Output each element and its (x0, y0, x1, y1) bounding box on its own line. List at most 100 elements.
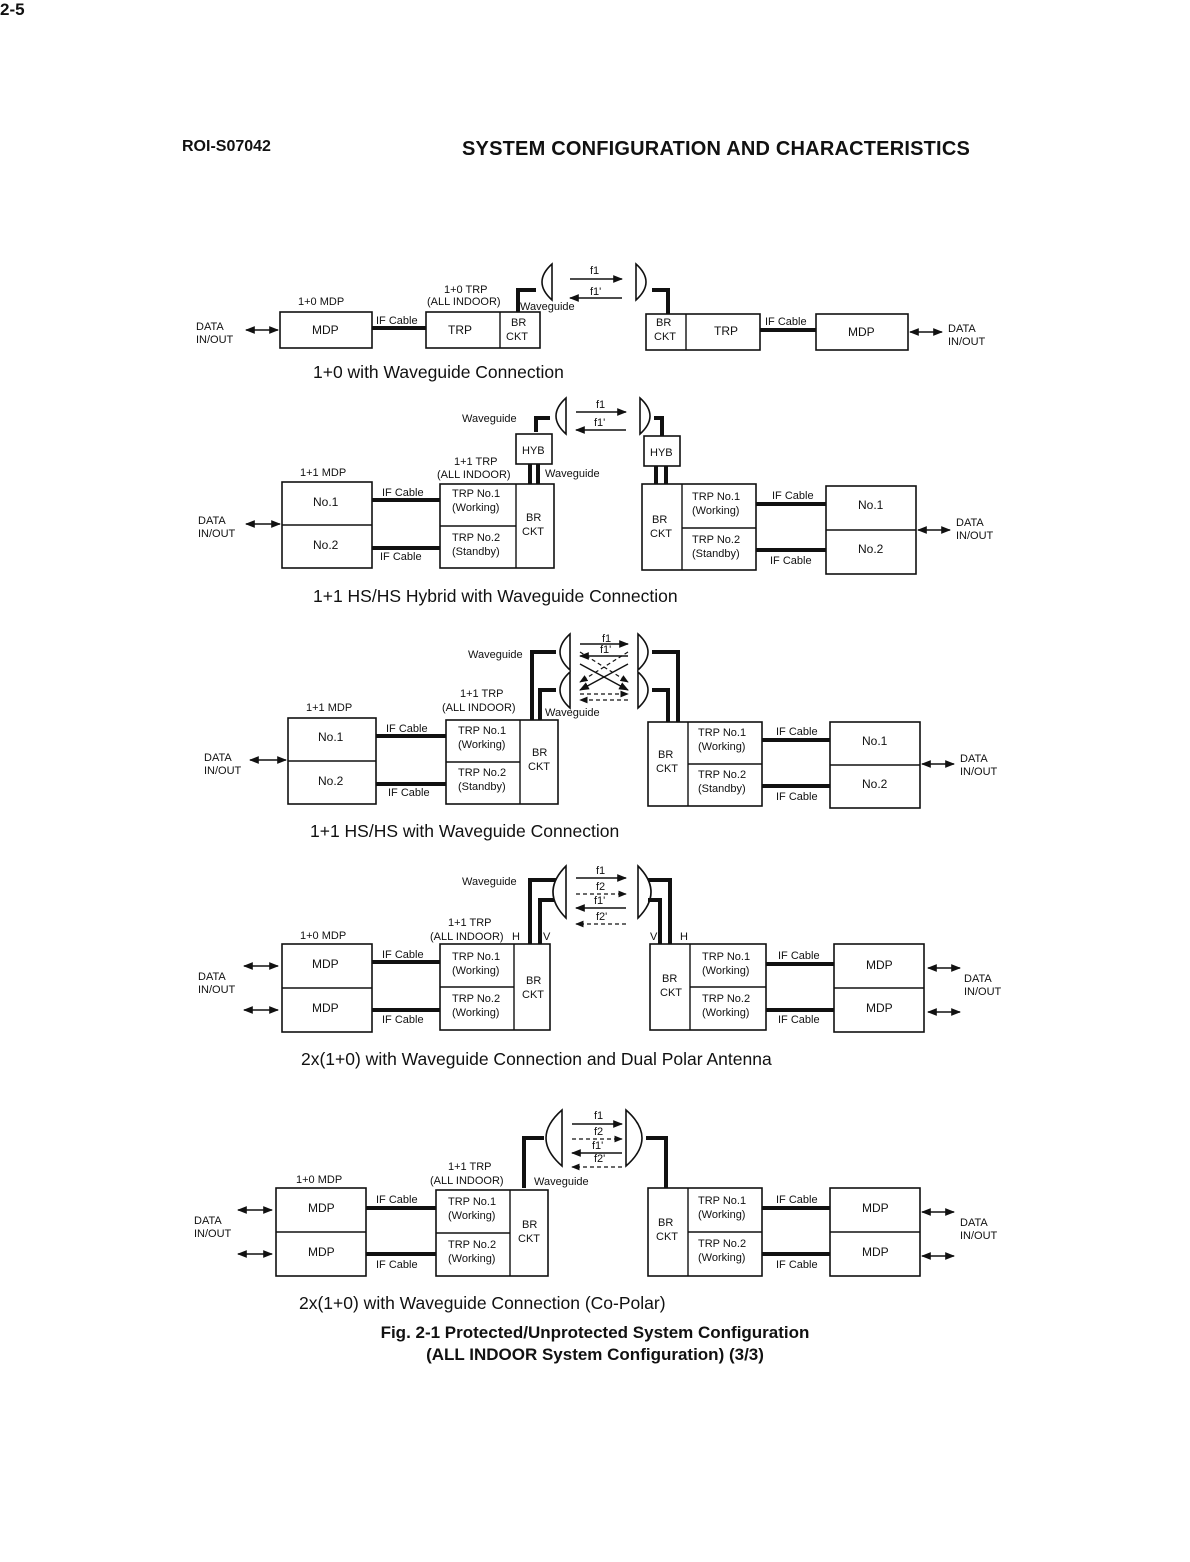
antenna-dish-icon (637, 864, 652, 920)
mdp-label: MDP (312, 323, 339, 337)
standby-label: (Standby) (458, 781, 506, 793)
br-label: BR (522, 1219, 537, 1231)
pol-v-label: V (650, 931, 658, 943)
trp-no1-label: TRP No.1 (692, 491, 740, 503)
mdp-label: MDP (308, 1245, 335, 1259)
ckt-label: CKT (656, 1231, 678, 1243)
diagram-caption: 2x(1+0) with Waveguide Connection (Co-Po… (299, 1293, 666, 1313)
antenna-dish-icon (637, 632, 649, 672)
data-label: DATA (194, 1215, 222, 1227)
waveguide-label: Waveguide (468, 649, 523, 661)
mdp-label: MDP (866, 958, 893, 972)
trp-no2-label: TRP No.2 (452, 532, 500, 544)
if-cable-label: IF Cable (778, 1014, 820, 1026)
trp-no1-label: TRP No.1 (698, 727, 746, 739)
mdp-title: 1+0 MDP (298, 296, 344, 308)
f1p-label: f1' (594, 417, 605, 429)
no2-label: No.2 (318, 774, 344, 788)
if-cable-label: IF Cable (382, 1014, 424, 1026)
figure-caption: Fig. 2-1 Protected/Unprotected System Co… (0, 1322, 1190, 1366)
working-label: (Working) (448, 1253, 495, 1265)
f2p-label: f2' (596, 911, 607, 923)
if-cable-label: IF Cable (776, 1259, 818, 1271)
if-cable-label: IF Cable (765, 316, 807, 328)
data-label: DATA (964, 973, 992, 985)
trp-no1-label: TRP No.1 (452, 951, 500, 963)
waveguide-line (530, 650, 556, 722)
working-label: (Working) (448, 1210, 495, 1222)
ckt-label: CKT (506, 331, 528, 343)
f2p-label: f2' (594, 1153, 605, 1165)
trp-label: TRP (714, 324, 738, 338)
waveguide-label: Waveguide (534, 1176, 589, 1188)
diagram-1-plus-0: DATA IN/OUT 1+0 MDP MDP IF Cable 1+0 TRP… (196, 262, 986, 382)
trp-label: TRP (448, 323, 472, 337)
data-label: DATA (204, 752, 232, 764)
if-cable-label: IF Cable (776, 791, 818, 803)
diagram-2x1-plus-0-dual-polar: Waveguide f1 f2 f1' f2' H V V H 1+1 TRP … (198, 864, 1002, 1069)
ckt-label: CKT (518, 1233, 540, 1245)
br-label: BR (526, 975, 541, 987)
waveguide-label: Waveguide (462, 413, 517, 425)
if-cable-label: IF Cable (386, 723, 428, 735)
antenna-dish-icon (555, 396, 567, 436)
trp-no2-label: TRP No.2 (448, 1239, 496, 1251)
no1-label: No.1 (318, 730, 344, 744)
section-title: SYSTEM CONFIGURATION AND CHARACTERISTICS (462, 138, 970, 160)
mdp-label: MDP (848, 325, 875, 339)
diagram-caption: 1+1 HS/HS with Waveguide Connection (310, 821, 619, 841)
mdp-label: MDP (312, 957, 339, 971)
ckt-label: CKT (522, 989, 544, 1001)
if-cable-label: IF Cable (776, 1194, 818, 1206)
pol-h-label: H (512, 931, 520, 943)
if-cable-label: IF Cable (770, 555, 812, 567)
antenna-dish-icon (559, 670, 571, 710)
working-label: (Working) (452, 502, 499, 514)
waveguide-line (528, 878, 556, 944)
no1-label: No.1 (858, 498, 884, 512)
trp-no2-label: TRP No.2 (698, 769, 746, 781)
data-label: DATA (198, 515, 226, 527)
trp-no2-label: TRP No.2 (702, 993, 750, 1005)
inout-label: IN/OUT (964, 986, 1002, 998)
no1-label: No.1 (313, 495, 339, 509)
data-label: DATA (198, 971, 226, 983)
document-id: ROI-S07042 (182, 138, 271, 155)
if-cable-label: IF Cable (376, 1259, 418, 1271)
f1p-label: f1' (594, 895, 605, 907)
inout-label: IN/OUT (196, 334, 234, 346)
if-cable-label: IF Cable (772, 490, 814, 502)
ckt-label: CKT (654, 331, 676, 343)
no2-label: No.2 (862, 777, 888, 791)
data-label: DATA (196, 321, 224, 333)
if-cable-label: IF Cable (376, 315, 418, 327)
waveguide-line (516, 288, 536, 312)
diagram-caption: 1+1 HS/HS Hybrid with Waveguide Connecti… (313, 586, 678, 606)
data-label: DATA (960, 753, 988, 765)
ckt-label: CKT (650, 528, 672, 540)
diagram-caption: 1+0 with Waveguide Connection (313, 362, 564, 382)
antenna-dish-icon (559, 632, 571, 672)
waveguide-line (538, 898, 556, 944)
trp-box (641, 483, 757, 571)
figure-caption-line-2: (ALL INDOOR System Configuration) (3/3) (426, 1345, 764, 1364)
trp-no1-label: TRP No.1 (702, 951, 750, 963)
antenna-dish-icon (552, 864, 567, 920)
if-cable-label: IF Cable (388, 787, 430, 799)
standby-label: (Standby) (698, 783, 746, 795)
ckt-label: CKT (656, 763, 678, 775)
ckt-label: CKT (660, 987, 682, 999)
if-cable-label: IF Cable (776, 726, 818, 738)
f1-label: f1 (596, 865, 605, 877)
mdp-label: MDP (862, 1201, 889, 1215)
hyb-label: HYB (522, 445, 545, 457)
mdp-label: MDP (312, 1001, 339, 1015)
hybrid-box (515, 433, 553, 465)
trp-no1-label: TRP No.1 (458, 725, 506, 737)
antenna-dish-icon (639, 396, 651, 436)
waveguide-line (534, 416, 550, 432)
waveguide-line (522, 1136, 544, 1188)
if-cable-label: IF Cable (382, 949, 424, 961)
trp-title: 1+0 TRP (444, 284, 488, 296)
